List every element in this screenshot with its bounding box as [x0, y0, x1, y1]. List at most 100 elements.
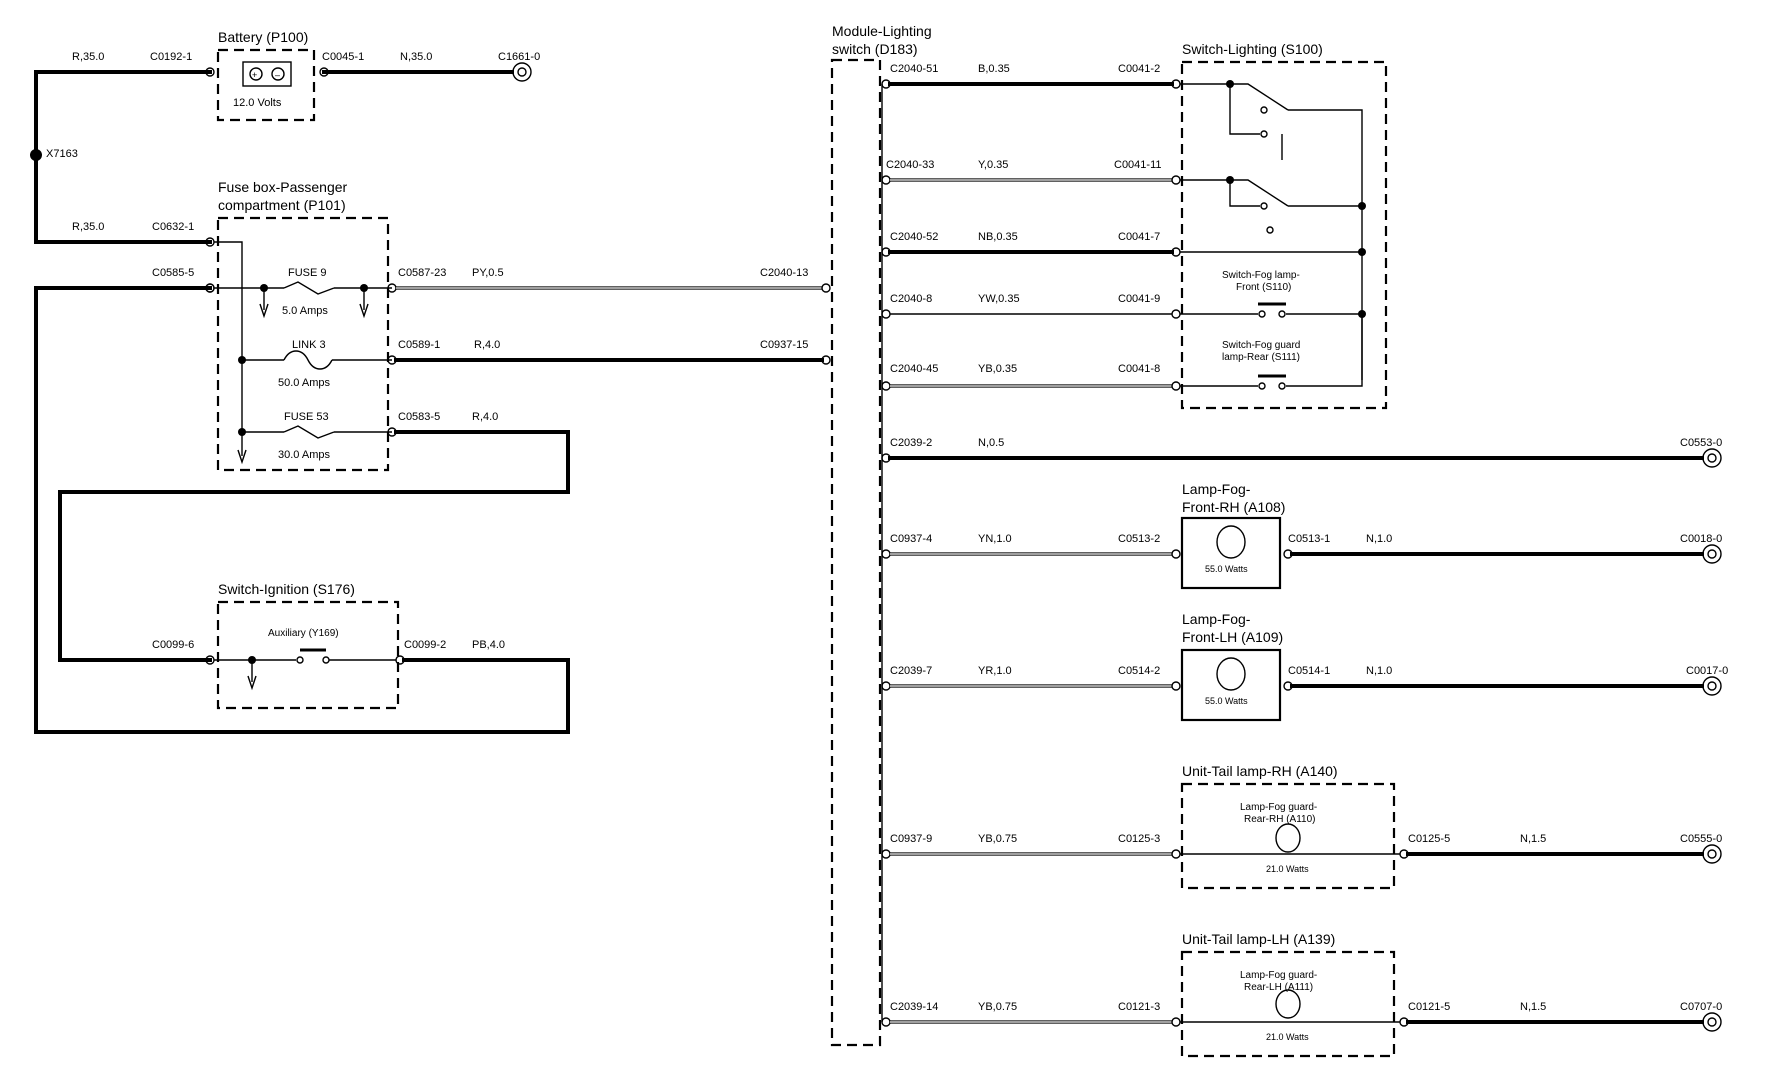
- connector-c0587-23: C0587-23: [398, 267, 446, 279]
- fuse53-icon: [283, 425, 335, 439]
- fog-front-switch-line2: Front (S110): [1236, 282, 1291, 293]
- tail-lh-inner-2: Rear-LH (A111): [1244, 982, 1313, 993]
- fusebox-box: [216, 216, 390, 472]
- wire-label-n10-b: N,1.0: [1366, 665, 1392, 677]
- lamp-front-rh-title-1: Lamp-Fog-: [1182, 481, 1251, 497]
- fuse9-rating: 5.0 Amps: [282, 305, 328, 317]
- tail-lh-box: [1180, 950, 1396, 1058]
- connector-c0099-2: C0099-2: [404, 639, 446, 651]
- lamp-front-rh-component: Lamp-Fog- Front-RH (A108) 55.0 Watts C09…: [881, 481, 1722, 590]
- svg-text:+: +: [252, 70, 257, 80]
- connector-c0937-9: C0937-9: [890, 833, 932, 845]
- fuse9-icon: [283, 281, 335, 295]
- connector-c0514-1: C0514-1: [1288, 665, 1330, 677]
- ground-c0018-icon: [1702, 544, 1722, 564]
- connector-c0937-4: C0937-4: [890, 533, 932, 545]
- battery-positive-icon: [249, 67, 263, 81]
- connector-c0514-2: C0514-2: [1118, 665, 1160, 677]
- connector-c0583-5: C0583-5: [398, 411, 440, 423]
- svg-text:–: –: [275, 70, 280, 80]
- connector-c2040-52: C2040-52: [890, 231, 938, 243]
- battery-title: Battery (P100): [218, 29, 308, 45]
- wire-label-yb035: YB,0.35: [978, 363, 1017, 375]
- connector-c2040-33: C2040-33: [886, 159, 934, 171]
- connector-c0018-0: C0018-0: [1680, 533, 1722, 545]
- ground-c0017-icon: [1702, 676, 1722, 696]
- connector-c0041-9: C0041-9: [1118, 293, 1160, 305]
- lamp-front-lh-title-1: Lamp-Fog-: [1182, 611, 1251, 627]
- lamp-front-rh-box: [1180, 516, 1282, 590]
- wire-label-yb075-a: YB,0.75: [978, 833, 1017, 845]
- ground-c0555-icon: [1702, 844, 1722, 864]
- switch-lighting-box: [1180, 60, 1388, 410]
- tail-rh-inner-2: Rear-RH (A110): [1244, 814, 1316, 825]
- ignition-component: Switch-Ignition (S176) C0099-6 C0099-2 P…: [152, 581, 505, 710]
- wire-label-n10-a: N,1.0: [1366, 533, 1392, 545]
- wire-pb40: [34, 286, 570, 734]
- wire-label-nb035: NB,0.35: [978, 231, 1018, 243]
- module-box: [830, 58, 882, 1047]
- wire-label-r35-mid: R,35.0: [72, 221, 104, 233]
- battery-box: [216, 48, 316, 122]
- battery-voltage: 12.0 Volts: [233, 97, 282, 109]
- tail-lh-bulb-icon: [1275, 989, 1301, 1019]
- lamp-front-lh-box: [1180, 648, 1282, 722]
- battery-negative-icon: [271, 67, 285, 81]
- connector-c0707-0: C0707-0: [1680, 1001, 1722, 1013]
- fuse53-name: FUSE 53: [284, 411, 329, 423]
- connector-c0045-1: C0045-1: [322, 51, 364, 63]
- splice-label: X7163: [46, 148, 78, 160]
- tail-lh-rating: 21.0 Watts: [1266, 1032, 1309, 1042]
- connector-c0555-0: C0555-0: [1680, 833, 1722, 845]
- connector-c0513-2: C0513-2: [1118, 533, 1160, 545]
- lamp-front-lh-rating: 55.0 Watts: [1205, 696, 1248, 706]
- tail-rh-bulb-icon: [1275, 823, 1301, 853]
- module-title-1: Module-Lighting: [832, 23, 932, 39]
- battery-cell: [242, 61, 292, 87]
- wire-label-n05: N,0.5: [978, 437, 1004, 449]
- tail-rh-component: Unit-Tail lamp-RH (A140) Lamp-Fog guard-…: [881, 763, 1722, 890]
- wire-label-n15-b: N,1.5: [1520, 1001, 1546, 1013]
- lamp-front-lh-title-2: Front-LH (A109): [1182, 629, 1283, 645]
- connector-c0585-5: C0585-5: [152, 267, 194, 279]
- wire-label-py05: PY,0.5: [472, 267, 504, 279]
- ground-c1661-icon: [512, 62, 532, 82]
- ignition-contact: Auxiliary (Y169): [268, 628, 339, 639]
- fog-front-switch-line1: Switch-Fog lamp-: [1222, 270, 1300, 281]
- fusebox-title-1: Fuse box-Passenger: [218, 179, 348, 195]
- fuse9-name: FUSE 9: [288, 267, 327, 279]
- connector-c0099-6: C0099-6: [152, 639, 194, 651]
- fog-rear-switch-line1: Switch-Fog guard: [1222, 340, 1300, 351]
- wire-label-pb40: PB,4.0: [472, 639, 505, 651]
- fog-rear-switch-line2: lamp-Rear (S111): [1222, 352, 1300, 363]
- wire-label-n15-a: N,1.5: [1520, 833, 1546, 845]
- connector-c2039-7: C2039-7: [890, 665, 932, 677]
- connector-c0125-3: C0125-3: [1118, 833, 1160, 845]
- ground-c0553-icon: [1702, 448, 1722, 468]
- fusebox-title-2: compartment (P101): [218, 197, 346, 213]
- lamp-front-rh-rating: 55.0 Watts: [1205, 564, 1248, 574]
- connector-c0121-3: C0121-3: [1118, 1001, 1160, 1013]
- battery-component: Battery (P100) + – 12.0 Volts: [216, 29, 316, 122]
- tail-rh-inner-1: Lamp-Fog guard-: [1240, 802, 1317, 813]
- connector-c0041-8: C0041-8: [1118, 363, 1160, 375]
- wire-label-r35-top: R,35.0: [72, 51, 104, 63]
- ground-c0707-icon: [1702, 1012, 1722, 1032]
- switch-lighting-contact-icon: [1281, 109, 1363, 380]
- link3-name: LINK 3: [292, 339, 326, 351]
- link3-rating: 50.0 Amps: [278, 377, 330, 389]
- connector-c2040-13: C2040-13: [760, 267, 808, 279]
- tail-lh-title: Unit-Tail lamp-LH (A139): [1182, 931, 1335, 947]
- connector-c0937-15: C0937-15: [760, 339, 808, 351]
- lamp-front-lh-component: Lamp-Fog- Front-LH (A109) 55.0 Watts C20…: [881, 611, 1728, 722]
- module-component: Module-Lighting switch (D183): [830, 23, 932, 1047]
- connector-c2040-51: C2040-51: [890, 63, 938, 75]
- tail-rh-title: Unit-Tail lamp-RH (A140): [1182, 763, 1338, 779]
- fusebox-component: Fuse box-Passenger compartment (P101) R,…: [72, 179, 392, 472]
- connector-c0121-5: C0121-5: [1408, 1001, 1450, 1013]
- connector-c2039-2: C2039-2: [890, 437, 932, 449]
- lamp-front-rh-bulb-icon: [1216, 525, 1246, 559]
- wire-label-yr10: YR,1.0: [978, 665, 1012, 677]
- connector-c0553-0: C0553-0: [1680, 437, 1722, 449]
- connector-c0513-1: C0513-1: [1288, 533, 1330, 545]
